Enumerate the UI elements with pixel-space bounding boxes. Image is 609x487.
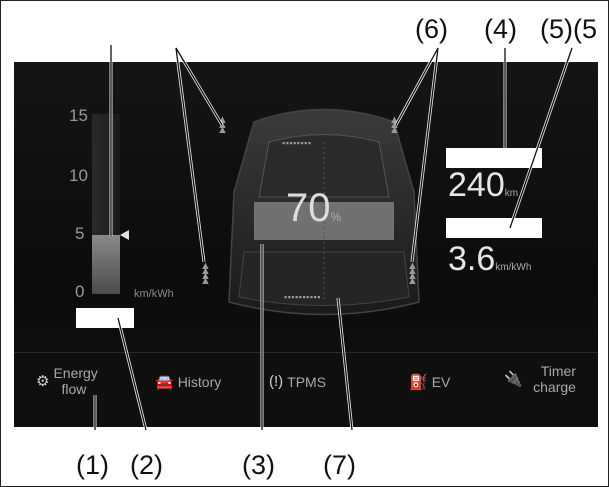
nav-ev[interactable]: ⛽ EV	[409, 373, 450, 391]
bar-tick-0: 0	[75, 282, 85, 301]
front-left-tyre-icon: ▲▲▲	[217, 114, 228, 136]
callout-7: (7)	[323, 450, 356, 480]
efficiency-value: 3.6	[448, 240, 496, 278]
callout-4: (4)	[484, 14, 517, 44]
nav-energy-flow-label: Energy flow	[53, 365, 98, 397]
callout-1: (1)	[76, 450, 109, 480]
top-segment-indicator: ▪ ▪ ▪ ▪ ▪ ▪ ▪ ▪	[282, 138, 311, 148]
callout-6: (6)	[415, 14, 448, 44]
nav-history[interactable]: 🚘 History	[155, 373, 221, 391]
callout-3: (3)	[242, 450, 275, 480]
range-readout: 240km	[448, 166, 518, 205]
efficiency-unit: km/kWh	[495, 262, 532, 273]
bar-tick-5: 5	[75, 224, 85, 243]
charge-percentage: 70%	[286, 186, 341, 231]
bottom-nav-bar: ⚙ Energy flow 🚘 History (!) TPMS ⛽ EV 🔌 …	[14, 352, 598, 427]
nav-ev-label: EV	[431, 374, 451, 390]
nav-timer-charge-label: Timer charge	[533, 363, 576, 395]
rear-right-tyre-icon: ▲▲▲▲	[407, 260, 418, 287]
callout-2: (2)	[130, 450, 163, 480]
bar-tick-15: 15	[69, 106, 88, 125]
efficiency-bar-fill	[92, 234, 120, 294]
label-box-2	[76, 308, 134, 328]
label-box-4	[446, 148, 542, 168]
history-icon: 🚘	[155, 374, 174, 391]
nav-history-label: History	[177, 374, 222, 390]
timer-charge-icon: 🔌	[504, 371, 523, 388]
nav-tpms-label: TPMS	[287, 373, 327, 390]
car-icon	[228, 108, 420, 316]
label-box-5	[446, 218, 542, 238]
bar-unit-label: km/kWh	[134, 288, 174, 300]
range-unit: km	[504, 188, 519, 199]
nav-timer-charge[interactable]: 🔌 Timer charge	[504, 363, 576, 395]
efficiency-marker-icon	[120, 229, 129, 240]
tpms-icon: (!)	[269, 373, 284, 390]
efficiency-bar-track	[92, 114, 120, 294]
bar-tick-10: 10	[69, 166, 88, 185]
callout-5: (5)(5	[540, 14, 598, 44]
efficiency-readout: 3.6km/kWh	[448, 240, 531, 279]
nav-tpms[interactable]: (!) TPMS	[269, 373, 326, 390]
range-value: 240	[448, 166, 505, 204]
rear-left-tyre-icon: ▲▲▲▲	[200, 260, 211, 287]
charge-percent-symbol: %	[330, 210, 342, 224]
nav-energy-flow[interactable]: ⚙ Energy flow	[36, 365, 98, 397]
energy-flow-icon: ⚙	[36, 373, 50, 390]
bottom-segment-indicator: ▪ ▪ ▪ ▪ ▪ ▪ ▪ ▪ ▪ ▪	[284, 292, 320, 302]
front-right-tyre-icon: ▲▲▲	[389, 114, 400, 136]
ev-icon: ⛽	[409, 374, 428, 391]
charge-value: 70	[286, 186, 331, 230]
